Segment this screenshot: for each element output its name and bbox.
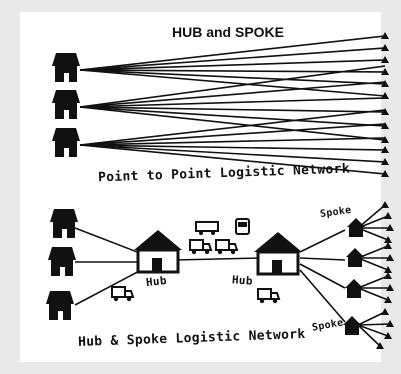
destination-markers (381, 32, 389, 177)
spoke-house-1-icon (347, 218, 365, 237)
hub-right-label: Hub (231, 273, 254, 288)
origin-house-1-icon (50, 209, 78, 238)
hub-right-icon (252, 230, 304, 276)
origin-house-1-icon (52, 53, 80, 82)
truck-icon (215, 239, 238, 256)
origin-house-2-icon (52, 90, 80, 119)
origin-house-2-icon (48, 247, 76, 276)
point-to-point-network (52, 32, 389, 177)
origin-house-3-icon (46, 291, 74, 320)
diagram-title: HUB and SPOKE (171, 24, 284, 40)
hub-left-icon (132, 228, 184, 274)
truck-icon (257, 288, 280, 305)
truck-icon (189, 239, 212, 256)
spoke-house-3-icon (345, 279, 363, 298)
bus-front-icon (235, 218, 250, 235)
origin-house-3-icon (52, 128, 80, 157)
spoke-house-2-icon (346, 248, 364, 267)
delivery-van-icon (195, 221, 219, 235)
spoke-markers (376, 201, 394, 349)
spoke-house-4-icon (343, 316, 361, 335)
hub-and-spoke-network (46, 201, 394, 349)
hub-left-label: Hub (145, 273, 168, 290)
truck-icon (111, 286, 134, 303)
